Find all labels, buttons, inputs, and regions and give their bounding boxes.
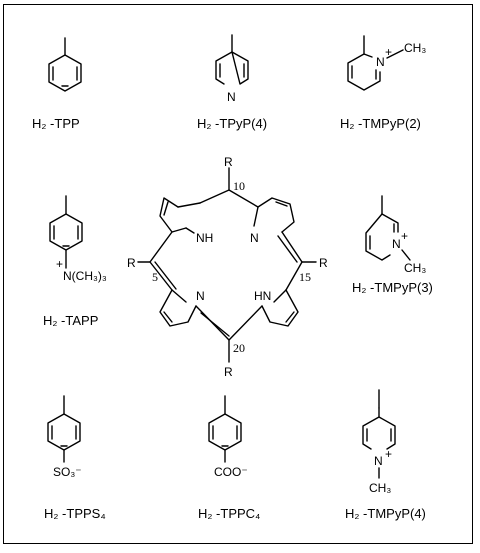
position-5: 5 [152,270,158,284]
tpps4-structure [47,395,81,463]
charge-tapp: + [56,257,63,271]
substituent-r-top: R [224,155,233,169]
charge-tmpyp3: + [401,229,408,243]
tmpyp2-structure [347,35,404,91]
position-20: 20 [233,341,245,355]
substituent-r-bottom: R [224,365,233,379]
substituent-r-right: R [319,256,328,270]
tppc4-structure [208,395,242,463]
label-tppc4: H₂ -TPPC₄ [198,506,260,521]
ammonium-tapp: N(CH₃)₃ [63,269,107,283]
tmpyp3-structure [365,195,411,261]
tapp-structure [49,195,83,269]
position-10: 10 [233,179,245,193]
atom-n-bottom: N [196,289,205,303]
substituent-r-left: R [127,256,136,270]
atom-n-tmpyp3: N [392,237,401,251]
atom-nh-top: NH [196,231,213,245]
tpp-structure [48,37,82,92]
sulfonate-tpps4: SO₃⁻ [53,465,82,479]
label-tpp: H₂ -TPP [32,116,80,131]
carboxylate-tppc4: COO⁻ [214,465,248,479]
tmpyp4-structure [362,389,396,479]
position-15: 15 [299,270,311,284]
atom-n-tpyp4: N [227,90,236,104]
atom-n-tmpyp4: N [374,454,383,468]
figure-frame [3,4,473,544]
methyl-tmpyp3: CH₃ [404,261,426,275]
methyl-tmpyp2: CH₃ [404,41,426,55]
porphyrin-core [137,167,317,363]
atom-n-tmpyp2: N [376,55,385,69]
atom-n-top: N [250,231,259,245]
tpyp4-structure [215,34,249,85]
charge-tmpyp2: + [385,45,392,59]
label-tmpyp2: H₂ -TMPyP(2) [340,116,421,131]
methyl-tmpyp4: CH₃ [369,481,391,495]
label-tpyp4: H₂ -TPyP(4) [197,116,267,131]
label-tmpyp4: H₂ -TMPyP(4) [345,506,426,521]
label-tpps4: H₂ -TPPS₄ [44,506,106,521]
label-tmpyp3: H₂ -TMPyP(3) [352,280,433,295]
label-tapp: H₂ -TAPP [43,313,98,328]
atom-hn-bottom: HN [254,289,271,303]
charge-tmpyp4: + [385,447,392,461]
